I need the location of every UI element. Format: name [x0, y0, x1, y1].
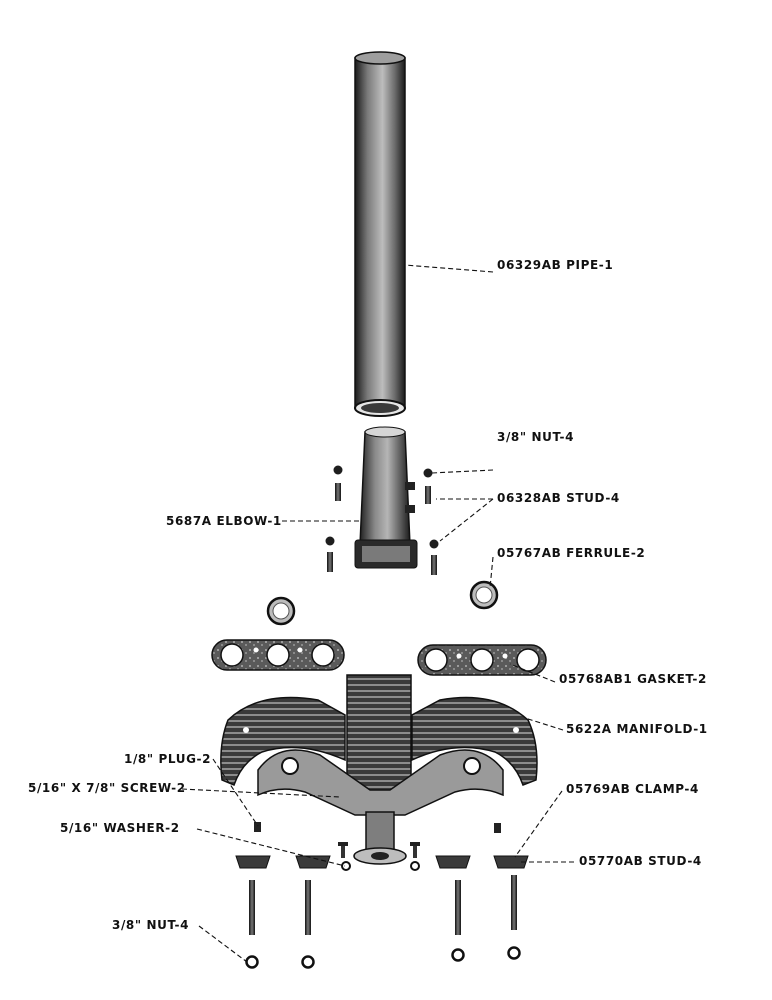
- manifold-part: [220, 674, 538, 865]
- ferrules: [266, 580, 499, 626]
- top-studs: [325, 465, 439, 575]
- callout-washer: 5/16" WASHER-2: [60, 821, 180, 835]
- callout-nut-bottom: 3/8" NUT-4: [112, 918, 190, 932]
- clamps: [235, 855, 529, 869]
- bottom-studs: [245, 875, 521, 969]
- callout-manifold: 5622A MANIFOLD-1: [566, 722, 708, 736]
- callout-plug: 1/8" PLUG-2: [124, 752, 212, 766]
- callout-elbow: 5687A ELBOW-1: [166, 514, 282, 528]
- elbow-part: [354, 426, 418, 569]
- callout-gasket: 05768AB1 GASKET-2: [559, 672, 707, 686]
- callout-stud-top: 06328AB STUD-4: [497, 491, 620, 505]
- callout-nut-top: 3/8" NUT-4: [497, 430, 575, 444]
- callout-pipe: 06329AB PIPE-1: [497, 258, 614, 272]
- leader-lines: [181, 264, 576, 963]
- callout-clamp: 05769AB CLAMP-4: [566, 782, 699, 796]
- callout-screw: 5/16" X 7/8" SCREW-2: [28, 781, 186, 795]
- callout-stud-bottom: 05770AB STUD-4: [579, 854, 702, 868]
- gaskets: [211, 639, 547, 676]
- small-hardware: [254, 822, 501, 871]
- callout-ferrule: 05767AB FERRULE-2: [497, 546, 646, 560]
- pipe-part: [354, 51, 406, 417]
